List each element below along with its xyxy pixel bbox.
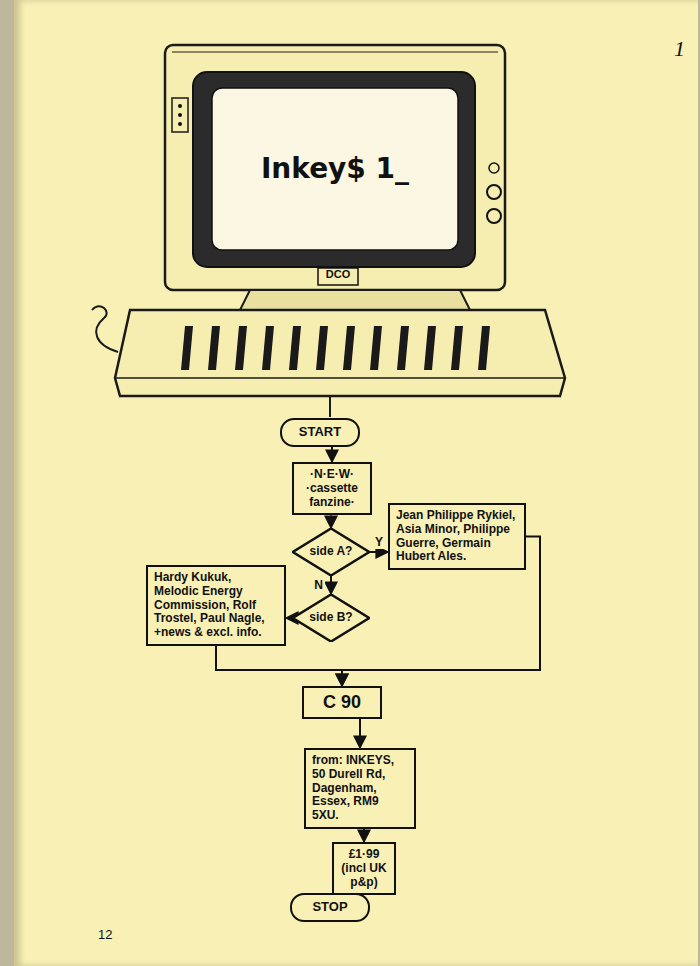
flow-arrow	[216, 646, 342, 686]
node-text: Inkey$ 1_	[261, 153, 409, 185]
keyboard-front	[115, 377, 565, 379]
flow-arrow	[370, 551, 388, 553]
process-box: Hardy Kukuk, Melodic Energy Commission, …	[146, 565, 286, 646]
panel-dot	[178, 113, 182, 117]
screen	[212, 88, 458, 250]
knob	[487, 209, 501, 223]
process-box: Jean Philippe Rykiel, Asia Minor, Philip…	[388, 503, 526, 570]
decision-diamond: side B?	[292, 594, 370, 642]
node-text: Hardy Kukuk, Melodic Energy Commission, …	[154, 571, 278, 640]
stop-terminal: STOP	[290, 893, 370, 922]
panel-dot	[178, 104, 182, 108]
monitor-stand	[240, 290, 470, 310]
flow-arrow	[330, 515, 332, 528]
flow-arrow	[330, 576, 332, 594]
key	[316, 326, 328, 370]
process-box: ·N·E·W· ·cassette fanzine·	[292, 462, 372, 515]
stand-line	[329, 396, 331, 417]
badge-text: DCO	[322, 268, 354, 280]
flow-arrow	[359, 719, 361, 748]
node-text: STOP	[312, 900, 347, 915]
key	[370, 326, 382, 370]
panel-dot	[178, 122, 182, 126]
node-text: side A?	[310, 545, 353, 559]
monitor-edge	[172, 52, 498, 53]
badge	[318, 268, 358, 285]
side-panel	[172, 98, 188, 132]
price-box: £1·99 (incl UK p&p)	[332, 842, 396, 895]
key	[181, 326, 193, 370]
key	[424, 326, 436, 370]
knob	[489, 163, 499, 173]
key	[262, 326, 274, 370]
screen-bezel	[193, 72, 475, 267]
edge-label: Y	[373, 535, 385, 549]
key	[208, 326, 220, 370]
knob	[487, 185, 501, 199]
key	[451, 326, 463, 370]
node-text: Jean Philippe Rykiel, Asia Minor, Philip…	[396, 509, 518, 564]
edge-label: N	[312, 578, 325, 592]
monitor-case	[165, 45, 505, 290]
key	[289, 326, 301, 370]
start-terminal: START	[280, 418, 360, 447]
decision-diamond: side A?	[292, 528, 370, 576]
keys	[181, 326, 490, 370]
screen-text-box: Inkey$ 1_	[212, 88, 458, 250]
node-text: side B?	[309, 611, 352, 625]
node-text: ·N·E·W· ·cassette fanzine·	[300, 468, 364, 509]
node-text: £1·99 (incl UK p&p)	[340, 848, 388, 889]
node-text: from: INKEYS, 50 Durell Rd, Dagenham, Es…	[312, 754, 408, 823]
address-box: from: INKEYS, 50 Durell Rd, Dagenham, Es…	[304, 748, 416, 829]
node-text: C 90	[323, 692, 361, 713]
node-text: START	[299, 425, 341, 440]
key	[343, 326, 355, 370]
flow-arrow	[331, 447, 333, 462]
key	[478, 326, 490, 370]
process-box: C 90	[302, 686, 382, 719]
key	[397, 326, 409, 370]
cable	[92, 306, 118, 352]
key	[235, 326, 247, 370]
page-number: 12	[98, 927, 112, 942]
flow-arrow	[363, 829, 365, 842]
keyboard	[115, 310, 565, 396]
page-mark: 1	[674, 36, 685, 62]
